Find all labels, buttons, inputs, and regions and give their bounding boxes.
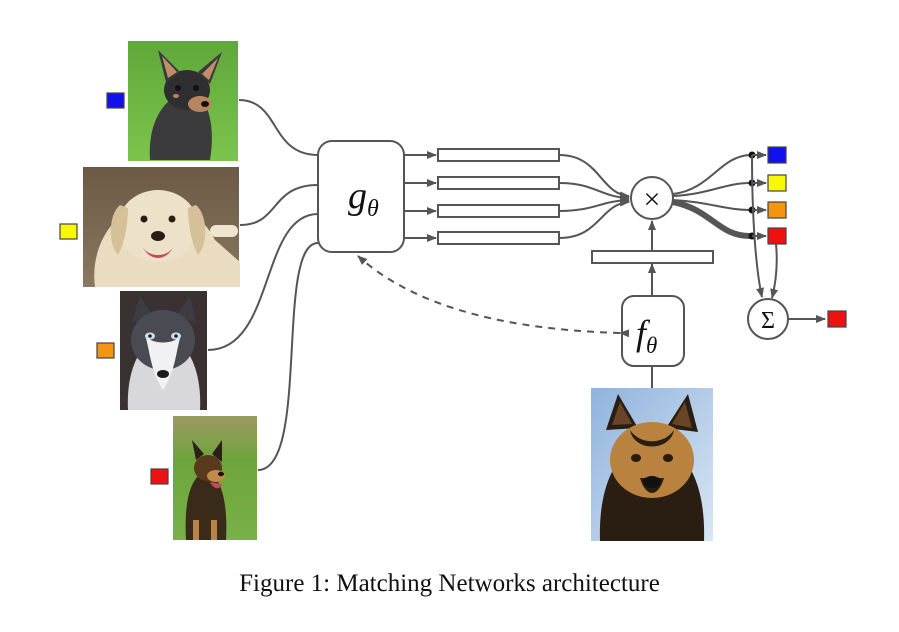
g-subscript: θ [367,196,379,222]
embedding-g-box: gθ [317,140,405,253]
german-shepherd-query-photo [591,388,713,541]
embedding-f-box: fθ [621,295,685,367]
output-label-blue [767,146,787,164]
f-subscript: θ [646,333,657,358]
labels-to-sum-connectors [751,154,779,299]
attention-fan-connectors [672,154,751,239]
sum-operator: Σ [747,298,789,340]
husky-dog-photo [120,291,207,410]
query-embedding-vector [591,250,714,264]
embeddings-to-multiply-connectors [558,154,630,239]
figure-caption: Figure 1: Matching Networks architecture [239,570,660,597]
output-label-red [767,227,787,245]
g-to-embedding-arrows [404,151,437,242]
multiply-operator: × [630,176,674,220]
label-square-red [150,468,169,485]
german-shepherd-dog-photo [173,416,257,540]
label-square-yellow [59,223,78,240]
label-square-blue [106,92,125,109]
output-label-yellow [767,174,787,192]
chihuahua-dog-photo [128,41,238,161]
support-embedding-2 [437,176,560,190]
label-square-orange [96,342,115,359]
predicted-label-red [827,310,847,328]
multiply-symbol: × [644,183,661,216]
shared-weights-dashed-arrow [357,255,630,338]
sum-symbol: Σ [761,308,775,334]
support-embedding-1 [437,148,560,162]
g-symbol: g [348,175,367,217]
support-embedding-vectors [437,148,560,245]
output-label-orange [767,201,787,219]
support-embedding-4 [437,231,560,245]
svg-text:gθ: gθ [348,175,379,222]
labrador-dog-photo [83,167,240,287]
support-embedding-3 [437,204,560,218]
support-to-g-connectors [207,99,319,471]
